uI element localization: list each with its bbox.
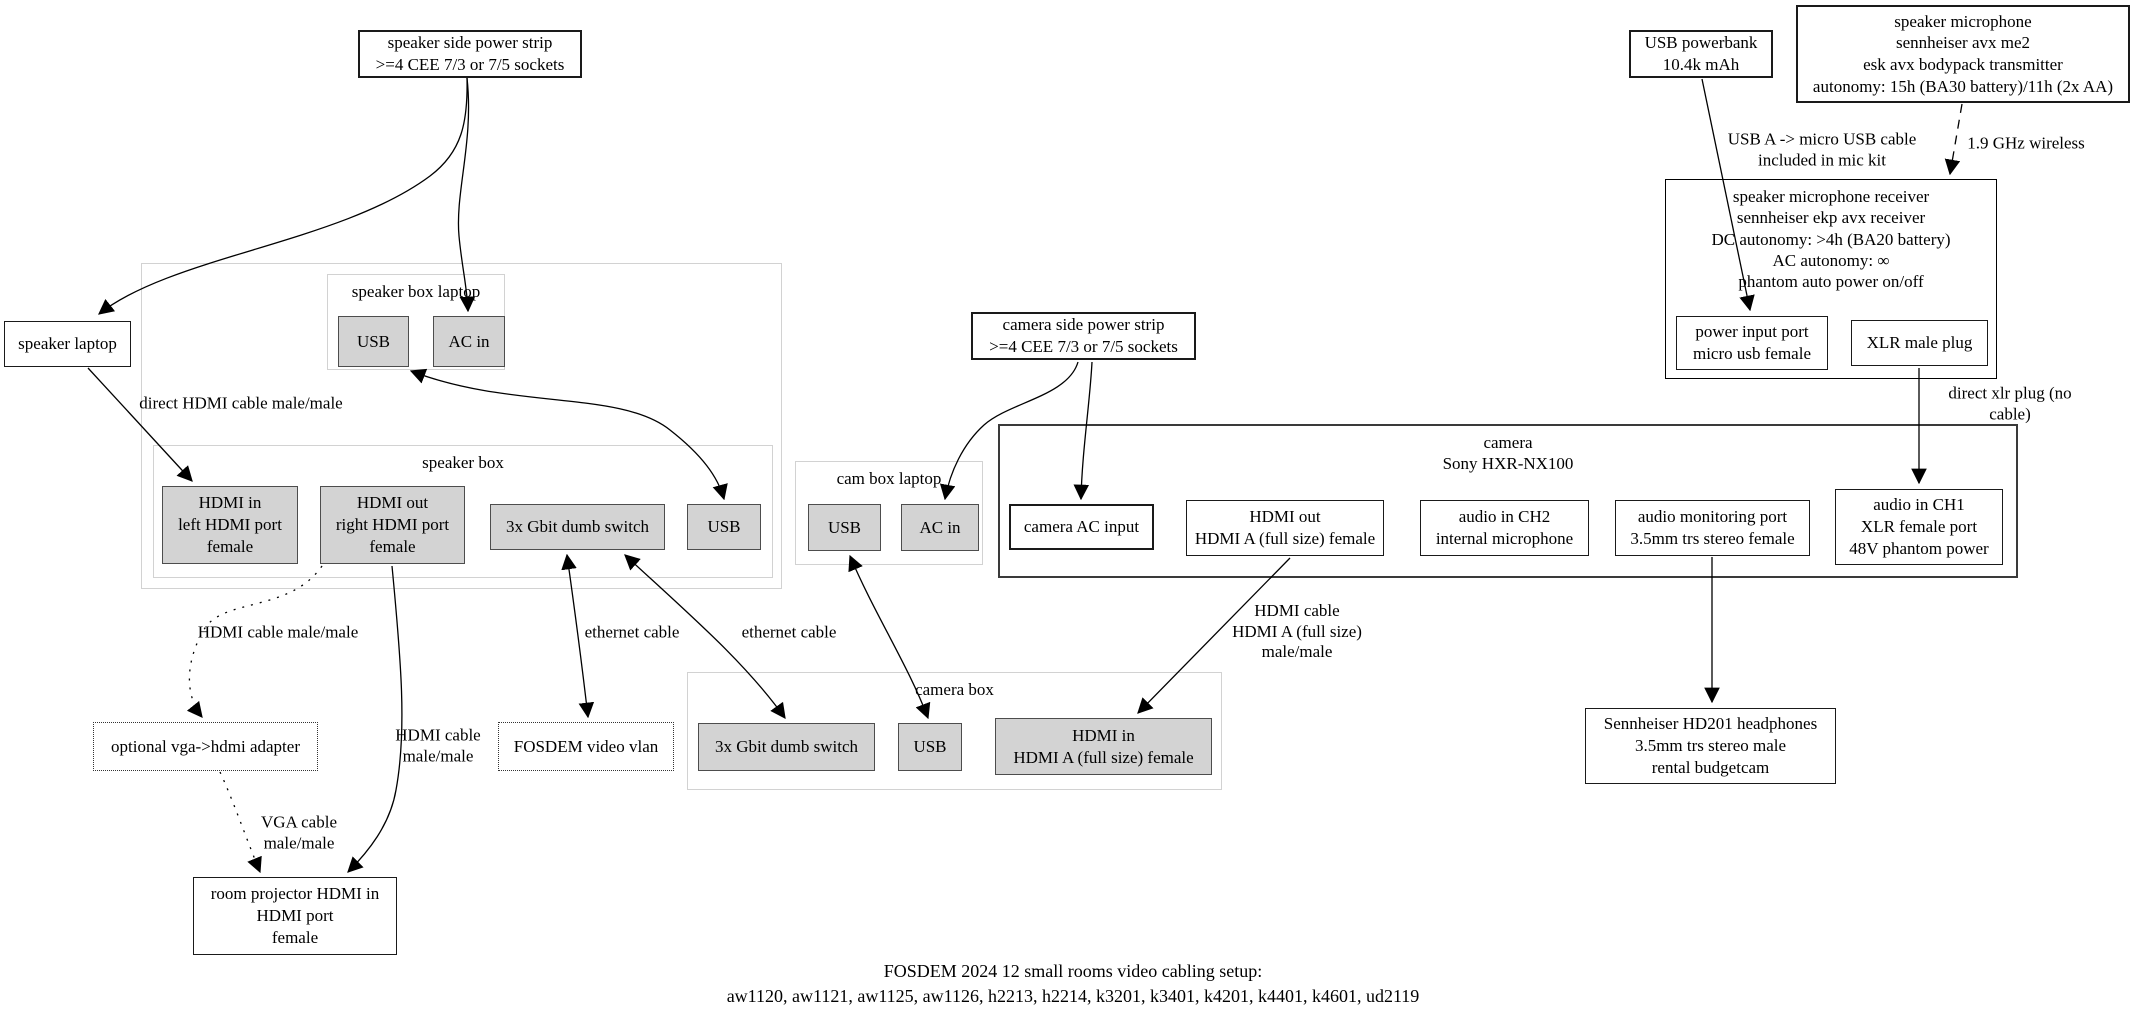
edge-hdmi-out-to-vga-adapter: [186, 565, 323, 718]
edge-microphone-to-receiver-wireless: [1944, 103, 1963, 176]
label-hdmi-cable-a: HDMI cable HDMI A (full size) male/male: [1232, 600, 1362, 662]
label-direct-xlr-plug: direct xlr plug (no cable): [1948, 383, 2072, 423]
node-hdmi-in-left: HDMI in left HDMI port female: [162, 486, 298, 564]
label-wireless: 1.9 GHz wireless: [1967, 133, 2085, 153]
node-cam-box-laptop-ac-in: AC in: [901, 504, 979, 551]
node-hdmi-out-right: HDMI out right HDMI port female: [320, 486, 465, 564]
edge-cam-powerstrip-to-cbl-ac-in: [939, 361, 1079, 501]
node-speaker-box-switch: 3x Gbit dumb switch: [490, 504, 665, 550]
label-direct-hdmi-cable: direct HDMI cable male/male: [139, 393, 343, 413]
node-camera-side-power-strip: camera side power strip >=4 CEE 7/3 or 7…: [971, 312, 1196, 360]
node-camera-box-hdmi-in: HDMI in HDMI A (full size) female: [995, 718, 1212, 775]
node-usb-powerbank: USB powerbank 10.4k mAh: [1629, 30, 1773, 78]
edge-vga-adapter-to-room-projector: [219, 771, 262, 874]
node-vga-hdmi-adapter: optional vga->hdmi adapter: [93, 722, 318, 771]
edge-cam-powerstrip-to-camera-ac: [1073, 361, 1093, 501]
node-headphones: Sennheiser HD201 headphones 3.5mm trs st…: [1585, 708, 1836, 784]
node-camera-audio-ch2: audio in CH2 internal microphone: [1420, 500, 1589, 556]
node-speaker-laptop: speaker laptop: [4, 321, 131, 367]
mic-receiver-title: speaker microphone receiver sennheiser e…: [1711, 187, 1951, 291]
node-camera-box-usb: USB: [898, 723, 962, 771]
node-speaker-box-usb: USB: [687, 504, 761, 550]
edge-powerbank-to-power-input: [1701, 78, 1755, 312]
label-ethernet-cable-1: ethernet cable: [584, 622, 680, 642]
node-cam-box-laptop-usb: USB: [808, 504, 881, 551]
edge-powerstrip-to-sbl-ac-in: [457, 77, 476, 313]
node-xlr-male-plug: XLR male plug: [1851, 320, 1988, 366]
label-hdmi-cable-mm-2: HDMI cable male/male: [395, 725, 481, 765]
edge-camera-hdmi-out-to-cb-hdmi-in: [1137, 557, 1291, 714]
edge-hdmi-out-to-room-projector: [347, 565, 403, 873]
node-speaker-box-laptop-usb: USB: [338, 316, 409, 367]
node-camera-hdmi-out: HDMI out HDMI A (full size) female: [1186, 500, 1384, 556]
edge-powerstrip-to-speaker-laptop: [98, 77, 468, 315]
node-fosdem-video-vlan: FOSDEM video vlan: [498, 722, 674, 771]
node-room-projector: room projector HDMI in HDMI port female: [193, 877, 397, 955]
edge-sb-switch-to-vlan: [561, 553, 595, 719]
edge-speaker-laptop-to-hdmi-in: [87, 367, 193, 482]
edge-sbl-usb-to-sb-usb: [409, 368, 728, 501]
diagram-title: FOSDEM 2024 12 small rooms video cabling…: [883, 961, 1263, 981]
edge-cbl-usb-to-cb-usb: [848, 554, 931, 720]
node-camera-box-switch: 3x Gbit dumb switch: [698, 723, 875, 771]
node-camera-ac-input: camera AC input: [1009, 504, 1154, 550]
node-speaker-microphone: speaker microphone sennheiser avx me2 es…: [1796, 5, 2130, 103]
camera-cluster-title: camera Sony HXR-NX100: [1442, 433, 1574, 474]
node-camera-audio-monitoring: audio monitoring port 3.5mm trs stereo f…: [1615, 500, 1810, 556]
camera-cluster: camera Sony HXR-NX100: [998, 424, 2018, 578]
mic-receiver-cluster: speaker microphone receiver sennheiser e…: [1665, 179, 1997, 379]
node-camera-audio-ch1: audio in CH1 XLR female port 48V phantom…: [1835, 489, 2003, 565]
label-usb-micro-cable: USB A -> micro USB cable included in mic…: [1727, 129, 1917, 169]
speaker-box-laptop-title: speaker box laptop: [351, 282, 481, 301]
cam-box-laptop-title: cam box laptop: [836, 469, 942, 488]
label-hdmi-cable-mm: HDMI cable male/male: [197, 622, 359, 642]
label-ethernet-cable-2: ethernet cable: [741, 622, 837, 642]
label-vga-cable: VGA cable male/male: [260, 812, 338, 852]
node-power-input-port: power input port micro usb female: [1676, 316, 1828, 370]
diagram-room-list: aw1120, aw1121, aw1125, aw1126, h2213, h…: [726, 986, 1420, 1006]
edge-sb-switch-to-cb-switch: [624, 554, 786, 720]
node-speaker-side-power-strip: speaker side power strip >=4 CEE 7/3 or …: [358, 30, 582, 78]
node-speaker-box-laptop-ac-in: AC in: [433, 316, 505, 367]
